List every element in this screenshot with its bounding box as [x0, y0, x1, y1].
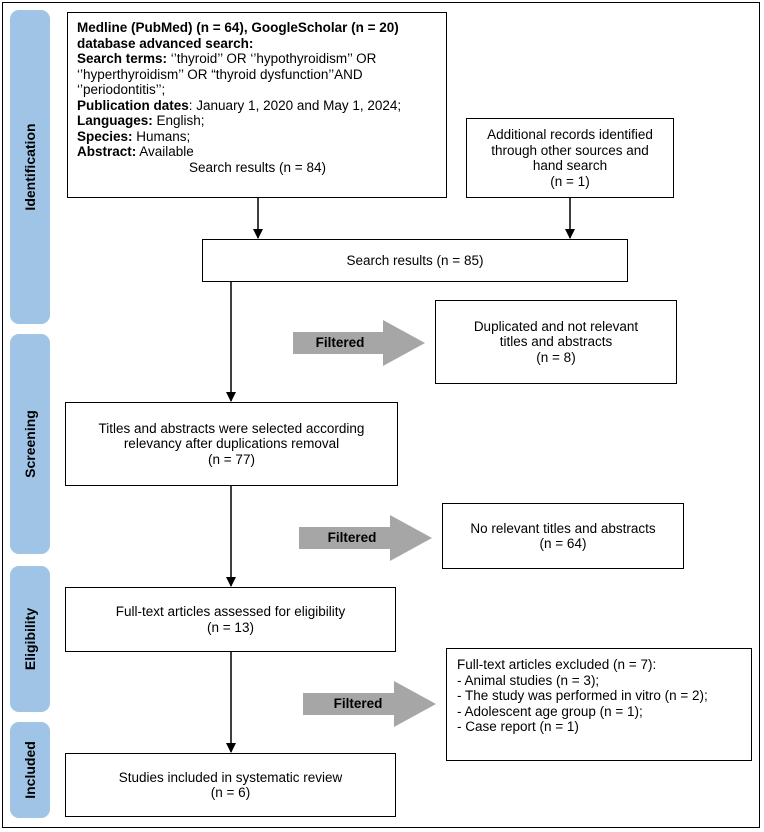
included-line-2: (n = 6): [210, 785, 251, 800]
additional-line-1: Additional records identified: [487, 127, 653, 142]
additional-line-3: hand search: [532, 158, 608, 173]
excluded-title: Full-text articles excluded (n = 7):: [457, 657, 657, 672]
database-results: Search results (n = 84): [189, 159, 326, 175]
languages-value: English;: [152, 113, 205, 128]
combined-results-box: Search results (n = 85): [202, 239, 628, 282]
excluded-item: - Animal studies (n = 3);: [457, 672, 600, 688]
duplicates-line-1: Duplicated and not relevant: [473, 318, 639, 334]
duplicates-line-2: titles and abstracts: [499, 334, 613, 350]
excluded-item: - Case report (n = 1): [457, 719, 579, 734]
abstract-label: Abstract:: [77, 144, 137, 159]
included-box: Studies included in systematic review (n…: [65, 753, 396, 817]
search-sources: Medline (PubMed) (n = 64), GoogleScholar…: [77, 20, 399, 35]
fulltext-line-1: Full-text articles assessed for eligibil…: [115, 604, 346, 619]
fulltext-box: Full-text articles assessed for eligibil…: [65, 587, 396, 652]
no-relevant-line-2: (n = 64): [539, 536, 587, 551]
species-value: Humans;: [132, 128, 191, 144]
languages-label: Languages:: [77, 113, 153, 128]
stage-screening: Screening: [10, 334, 50, 554]
filter-label-1: Filtered: [315, 335, 365, 350]
dates-value: : January 1, 2020 and May 1, 2024;: [188, 97, 402, 113]
additional-line-2: through other sources and: [491, 142, 649, 158]
search-terms-1: ‘’thyroid’’ OR ‘’hypothyroidism’’ OR: [167, 51, 377, 66]
included-line-1: Studies included in systematic review: [118, 769, 343, 785]
species-label: Species:: [77, 128, 133, 144]
screened-line-2: relevancy after duplications removal: [123, 436, 340, 452]
screened-line-1: Titles and abstracts were selected accor…: [98, 420, 365, 436]
abstract-value: Available: [136, 144, 194, 159]
filter-label-2: Filtered: [327, 530, 377, 545]
filter-arrow-1: [293, 320, 425, 366]
additional-line-4: (n = 1): [550, 173, 590, 189]
excluded-box: Full-text articles excluded (n = 7): - A…: [446, 648, 752, 761]
screened-line-3: (n = 77): [208, 451, 255, 467]
filter-arrow-2: [299, 515, 432, 561]
duplicates-line-3: (n = 8): [536, 349, 576, 365]
search-terms-3: ‘’periodontitis’’;: [77, 82, 166, 97]
excluded-item: - The study was performed in vitro (n = …: [457, 688, 708, 703]
database-search-box: Medline (PubMed) (n = 64), GoogleScholar…: [67, 12, 447, 198]
search-terms-2: ‘’hyperthyroidism’’ OR “thyroid dysfunct…: [77, 66, 363, 82]
duplicates-box: Duplicated and not relevant titles and a…: [435, 300, 677, 384]
filter-label-3: Filtered: [333, 696, 383, 711]
excluded-item: - Adolescent age group (n = 1);: [457, 703, 643, 719]
stage-identification: Identification: [10, 10, 50, 324]
search-terms-label: Search terms:: [77, 51, 168, 66]
fulltext-line-2: (n = 13): [207, 619, 254, 635]
no-relevant-box: No relevant titles and abstracts (n = 64…: [442, 503, 684, 569]
dates-label: Publication dates: [77, 97, 189, 113]
stage-eligibility: Eligibility: [10, 566, 50, 712]
filter-arrow-3: [303, 681, 436, 727]
search-type: database advanced search:: [77, 35, 254, 51]
screened-box: Titles and abstracts were selected accor…: [65, 402, 398, 486]
stage-included: Included: [10, 722, 50, 818]
no-relevant-line-1: No relevant titles and abstracts: [470, 520, 656, 536]
additional-records-box: Additional records identified through ot…: [466, 118, 674, 198]
combined-results-text: Search results (n = 85): [346, 252, 484, 268]
